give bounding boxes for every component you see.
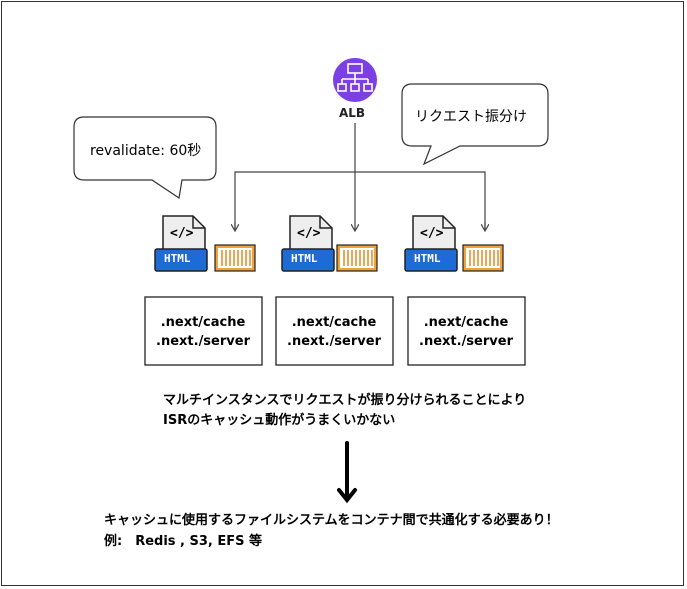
routing-connectors [235, 123, 485, 230]
conclusion-line-2: 例: Redis , S3, EFS 等 [104, 534, 263, 549]
down-arrow-icon [337, 441, 357, 504]
server-path: .next./server [156, 334, 250, 349]
html-badge-label-2: HTML [291, 252, 318, 265]
revalidate-text: revalidate: 60秒 [90, 143, 202, 159]
server-fs-box-3 [407, 296, 526, 366]
problem-line-2: ISRのキャッシュ動作がうまくいかない [163, 413, 396, 428]
conclusion-line-1: キャッシュに使用するファイルシステムをコンテナ間で共通化する必要あり！ [104, 513, 559, 528]
html-badge-label-1: HTML [164, 252, 191, 265]
server-fs-paths-1: .next/cache .next./server [145, 313, 261, 351]
code-glyph-3: </> [420, 226, 444, 241]
alb-label: ALB [339, 106, 366, 120]
cache-path: .next/cache [423, 315, 509, 330]
server-path: .next./server [287, 334, 381, 349]
html-file-icon-3 [404, 215, 458, 272]
problem-line-1: マルチインスタンスでリクエストが振り分けられることにより [163, 393, 527, 408]
routing-bubble [401, 83, 549, 166]
html-badge-label-3: HTML [414, 252, 441, 265]
routing-text: リクエスト振分け [415, 109, 527, 125]
html-file-icon-2 [281, 215, 335, 272]
html-file-icon-1 [154, 215, 208, 272]
load-balancer-icon [333, 58, 377, 102]
server-fs-box-1 [144, 296, 263, 366]
server-fs-box-2 [275, 296, 394, 366]
problem-statement: マルチインスタンスでリクエストが振り分けられることにより ISRのキャッシュ動作… [163, 391, 526, 431]
code-glyph-1: </> [170, 226, 194, 241]
server-path: .next./server [419, 334, 513, 349]
cache-path: .next/cache [160, 315, 246, 330]
server-fs-paths-3: .next/cache .next./server [408, 313, 524, 351]
cache-storage-icon-1 [214, 244, 256, 272]
code-glyph-2: </> [297, 226, 321, 241]
revalidate-bubble [73, 116, 217, 200]
server-fs-paths-2: .next/cache .next./server [276, 313, 392, 351]
cache-path: .next/cache [291, 315, 377, 330]
cache-storage-icon-3 [462, 244, 504, 272]
cache-storage-icon-2 [336, 244, 378, 272]
conclusion-statement: キャッシュに使用するファイルシステムをコンテナ間で共通化する必要あり！ 例: R… [104, 510, 559, 552]
